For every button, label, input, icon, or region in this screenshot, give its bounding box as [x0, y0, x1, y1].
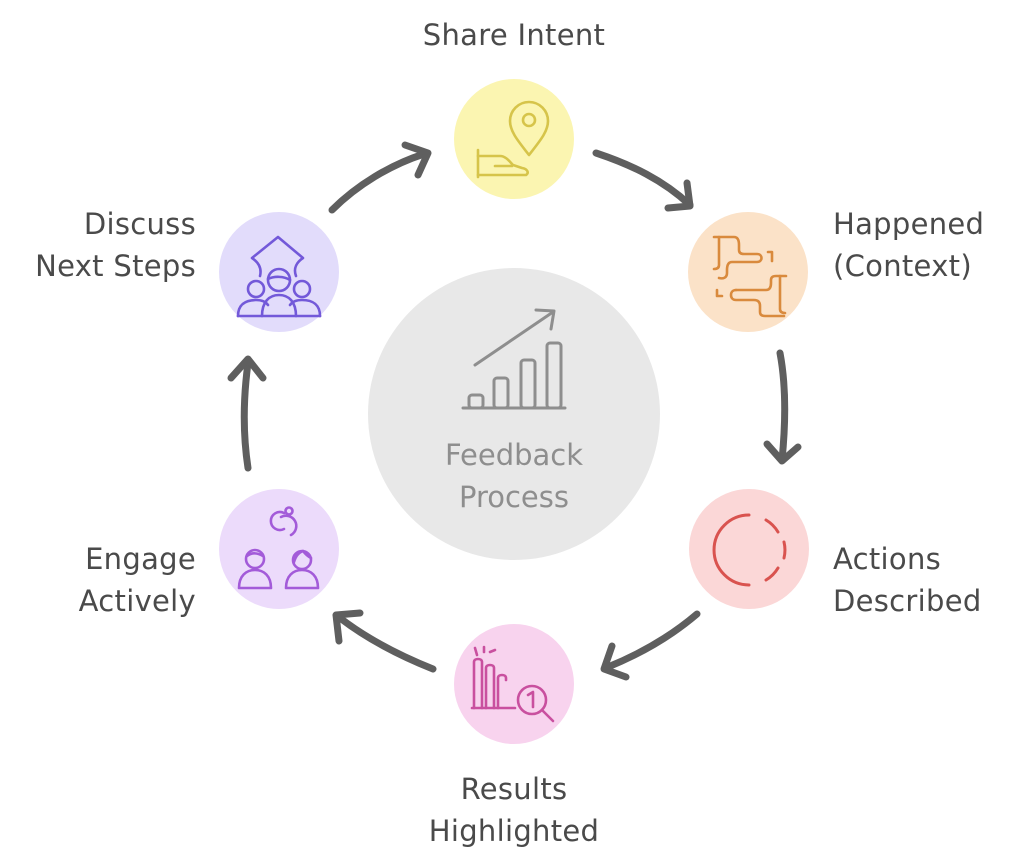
- label-line: Happened: [833, 207, 985, 241]
- growth-bar-chart-icon: [461, 308, 567, 410]
- arrow-share-to-happened: [592, 149, 694, 212]
- label-actions-described: Actions Described: [833, 538, 982, 622]
- cycle-arrows: [227, 141, 802, 681]
- step-circle: [689, 489, 809, 609]
- label-line: Described: [833, 584, 982, 618]
- step-circle: [688, 212, 808, 332]
- step-actions-described: [689, 489, 809, 609]
- label-line: Engage: [85, 542, 196, 576]
- bar-chart-magnifier-icon: [470, 645, 555, 723]
- label-line: (Context): [833, 249, 972, 283]
- label-line: Share Intent: [422, 18, 606, 52]
- label-line: Next Steps: [35, 249, 196, 283]
- label-share-intent: Share Intent: [384, 14, 644, 56]
- arrow-engage-to-discuss: [227, 355, 267, 472]
- path-puzzle-icon: [712, 235, 788, 318]
- arrow-results-to-engage: [332, 609, 437, 673]
- dashed-circle-icon: [712, 513, 787, 587]
- arrow-discuss-to-share: [328, 141, 432, 214]
- center-node: [368, 268, 660, 560]
- label-results-highlighted: Results Highlighted: [384, 768, 644, 852]
- label-line: Highlighted: [428, 814, 600, 848]
- label-happened-context: Happened (Context): [833, 203, 984, 287]
- center-circle: [368, 268, 660, 560]
- step-engage-actively: [219, 489, 339, 609]
- arrow-happened-to-actions: [763, 349, 802, 465]
- location-pin-hand-icon: [476, 100, 550, 179]
- people-rings-icon: [237, 506, 320, 590]
- center-label-line: Process: [458, 480, 569, 514]
- label-line: Actively: [78, 584, 196, 618]
- center-label-line: Feedback: [444, 438, 584, 472]
- step-results-highlighted: [454, 624, 574, 744]
- step-circle: [454, 79, 574, 199]
- label-discuss-next-steps: Discuss Next Steps: [0, 203, 196, 287]
- label-engage-actively: Engage Actively: [0, 538, 196, 622]
- step-discuss-next-steps: [219, 212, 339, 332]
- label-line: Discuss: [83, 207, 196, 241]
- label-line: Results: [460, 772, 568, 806]
- step-happened-context: [688, 212, 808, 332]
- step-circle: [219, 489, 339, 609]
- label-line: Actions: [833, 542, 942, 576]
- team-arrow-up-icon: [236, 235, 322, 318]
- center-label: Feedback Process: [414, 434, 614, 518]
- step-share-intent: [454, 79, 574, 199]
- step-circle: [454, 624, 574, 744]
- arrow-actions-to-results: [600, 610, 701, 681]
